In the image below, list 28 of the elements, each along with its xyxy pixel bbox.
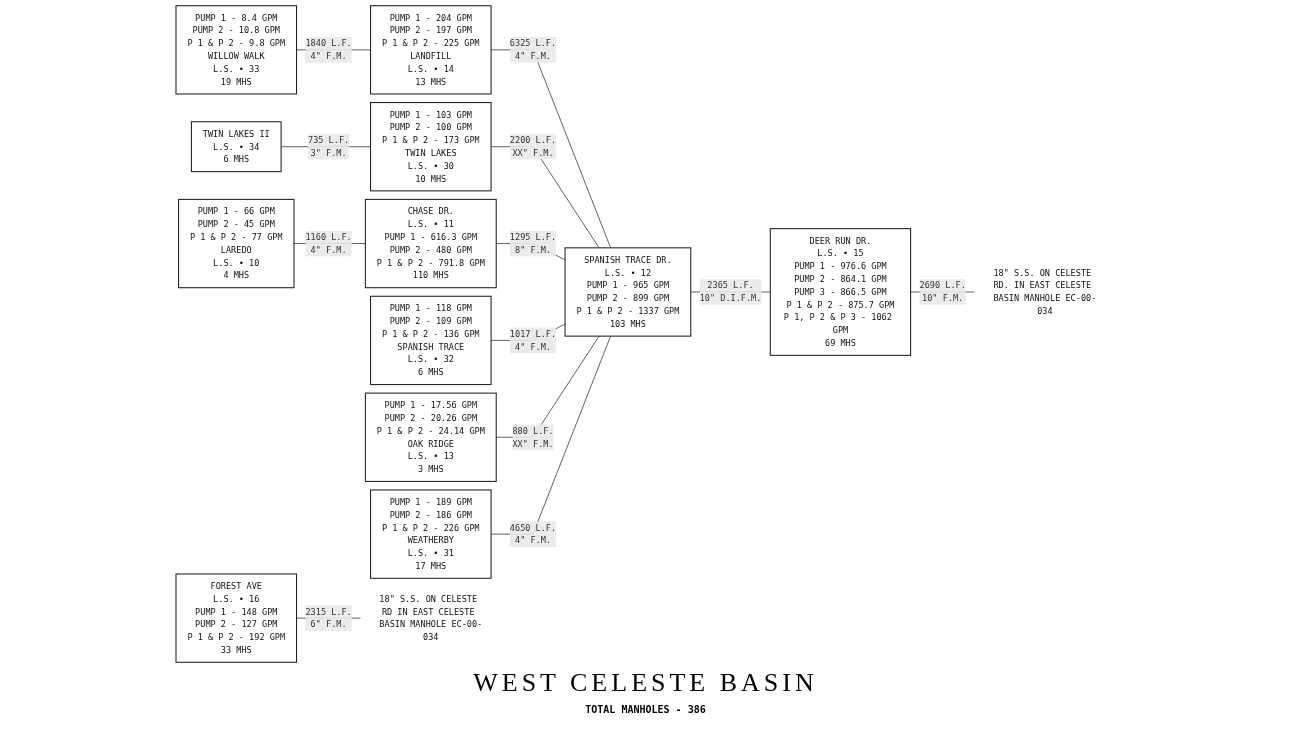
node-box: CHASE DR. L.S. • 11 PUMP 1 - 616.3 GPM PUMP 2 - 480 GPM P 1 & P 2 - 791.8 GPM 110 MHS <box>364 198 497 289</box>
node-box: PUMP 1 - 118 GPM PUMP 2 - 109 GPM P 1 & P 2 - 136 GPM SPANISH TRACE L.S. • 32 6 MHS <box>370 295 492 386</box>
edge-label: 1160 L.F. 4" F.M. <box>305 232 352 255</box>
node-box: FOREST AVE L.S. • 16 PUMP 1 - 148 GPM PUMP 2 - 127 GPM P 1 & P 2 - 192 GPM 33 MHS <box>175 573 298 663</box>
node-box: PUMP 1 - 8.4 GPM PUMP 2 - 10.8 GPM P 1 & P 2 - 9.8 GPM WILLOW WALK L.S. • 33 19 MHS <box>175 5 298 95</box>
node-box: PUMP 1 - 17.56 GPM PUMP 2 - 20.26 GPM P 1 & P 2 - 24.14 GPM OAK RIDGE L.S. • 13 3 MHS <box>364 392 497 482</box>
edge-label: 1295 L.F. 8" F.M. <box>509 232 557 255</box>
edge-label: 2365 L.F. 10" D.I.F.M. <box>699 280 762 304</box>
node-box: PUMP 1 - 66 GPM PUMP 2 - 45 GPM P 1 & P 2 - 77 GPM LAREDO L.S. • 10 4 MHS <box>178 198 295 289</box>
node-box: TWIN LAKES II L.S. • 34 6 MHS <box>190 121 282 173</box>
edge-label: 2200 L.F. XX" F.M. <box>509 135 557 159</box>
node-box: PUMP 1 - 189 GPM PUMP 2 - 186 GPM P 1 & P 2 - 226 GPM WEATHERBY L.S. • 31 17 MHS <box>370 489 492 579</box>
node-box: PUMP 1 - 103 GPM PUMP 2 - 100 GPM P 1 & P 2 - 173 GPM TWIN LAKES L.S. • 30 10 MHS <box>370 102 492 192</box>
edge-label: 2690 L.F. 10" F.M. <box>919 280 966 304</box>
node-box: DEER RUN DR. L.S. • 15 PUMP 1 - 976.6 GPM PUMP 2 - 864.1 GPM PUMP 3 - 866.5 GPM P 1 & P 2 - 875.7 GPM P 1, P 2 & P 3 - 1062 GPM 69 MHS <box>769 228 912 356</box>
edge-label: 880 L.F. XX" F.M. <box>512 425 554 449</box>
node-box: SPANISH TRACE DR. L.S. • 12 PUMP 1 - 965 GPM PUMP 2 - 899 GPM P 1 & P 2 - 1337 GPM 103 MHS <box>564 247 692 337</box>
edge-label: 1017 L.F. 4" F.M. <box>509 329 557 352</box>
edge-label: 1840 L.F. 4" F.M. <box>305 38 352 62</box>
edge-label: 735 L.F. 3" F.M. <box>308 135 350 159</box>
edge-label: 2315 L.F. 6" F.M. <box>305 606 352 630</box>
note-text: TOTAL MANHOLES - 386 <box>585 704 706 715</box>
node-box: PUMP 1 - 204 GPM PUMP 2 - 197 GPM P 1 & P 2 - 225 GPM LANDFILL L.S. • 14 13 MHS <box>370 5 492 95</box>
diagram-title: WEST CELESTE BASIN <box>473 668 818 698</box>
edge-label: 6325 L.F. 4" F.M. <box>509 38 557 62</box>
node-text: 18" S.S. ON CELESTE RD. IN EAST CELESTE BASIN MANHOLE EC-00-034 <box>993 267 1097 317</box>
edge-label: 4650 L.F. 4" F.M. <box>509 522 557 546</box>
node-text: 18" S.S. ON CELESTE RD IN EAST CELESTE BASIN MANHOLE EC-00-034 <box>379 593 483 643</box>
